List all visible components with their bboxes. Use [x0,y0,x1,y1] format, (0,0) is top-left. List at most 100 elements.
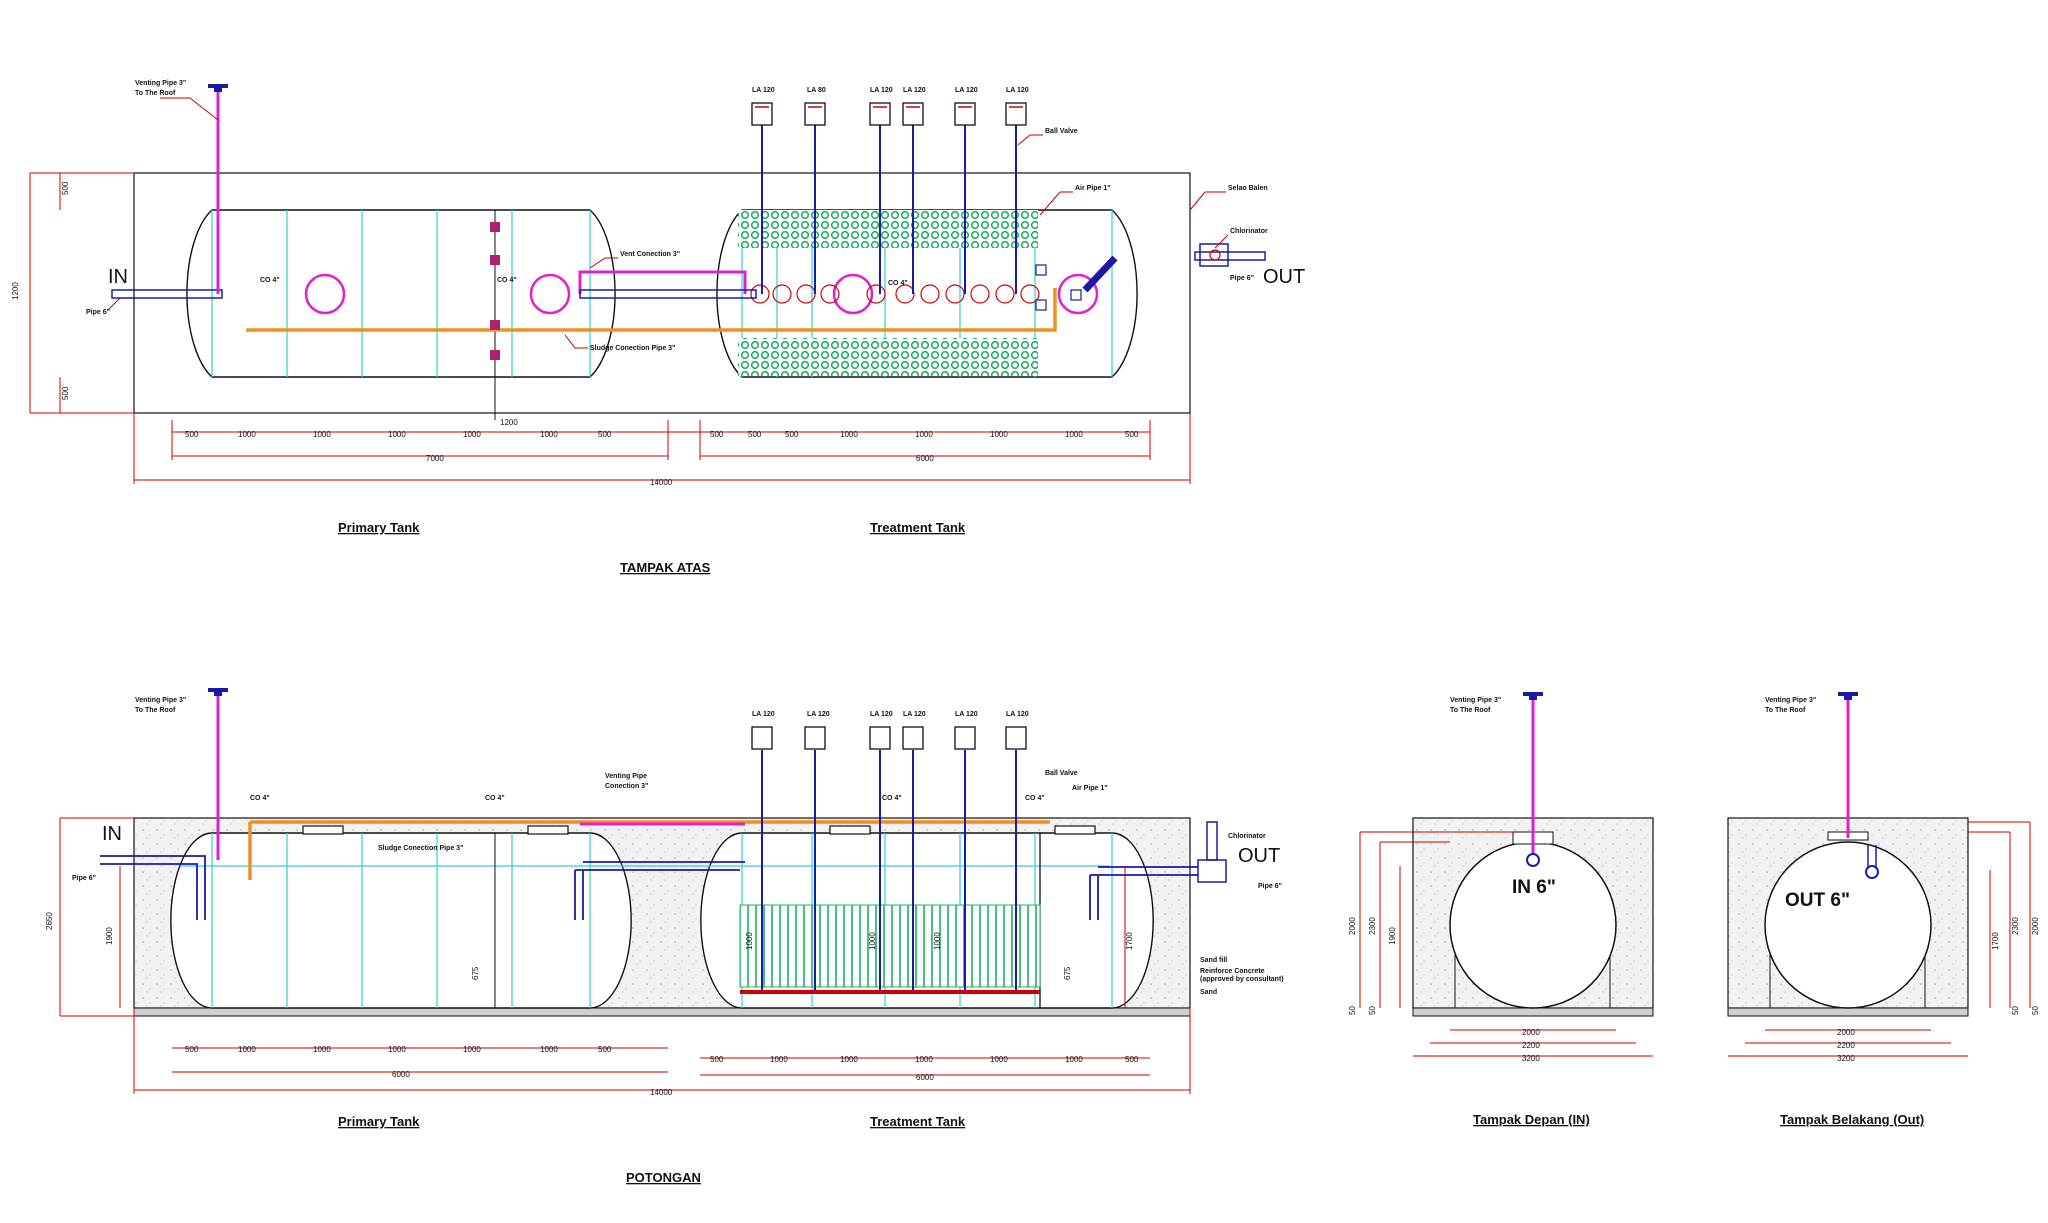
back-label: OUT 6" [1785,890,1850,911]
la-label-sec-6: LA 120 [1006,711,1029,718]
co2-label-sec: CO 4" [485,795,505,802]
co2-label-top: CO 4" [497,277,517,284]
dims-top [29,172,1191,484]
sand-label: Sand [1200,989,1217,996]
outlet-riser-top [1082,255,1118,293]
la-label-top-3: LA 120 [870,87,893,94]
dim-sec-t0: 500 [710,1055,724,1064]
venting-conn-label-2: Conection 3" [605,783,648,790]
selubung-label-top: Selao Balen [1228,185,1268,192]
markers-top [490,222,500,360]
la-label-sec-3: LA 120 [870,711,893,718]
dim-sec-p6: 500 [598,1045,612,1054]
top-view-outline [133,172,1191,414]
dim-sec-t6: 500 [1125,1055,1139,1064]
dim-top-p4: 1000 [463,430,481,439]
front-dim-b1: 2000 [1522,1028,1540,1037]
front-dim-b2: 2200 [1522,1041,1540,1050]
vent-connection-label-top: Vent Conection 3" [620,251,680,258]
dim-sec-media-1: 1000 [745,932,754,950]
venting-conn-label-1: Venting Pipe [605,773,647,780]
out-label-section: OUT [1238,845,1280,867]
back-dim-b1: 2000 [1837,1028,1855,1037]
dim-sec-t4: 1000 [990,1055,1008,1064]
co1-label-sec: CO 4" [250,795,270,802]
la-label-sec-5: LA 120 [955,711,978,718]
la-label-top-4: LA 120 [903,87,926,94]
primary-baffles-top [211,210,591,377]
dim-top-p5: 1000 [540,430,558,439]
dim-top-lower: 500 [61,386,70,400]
dim-sec-inner: 1900 [105,927,114,945]
media-block-top-1 [738,210,1038,248]
section-view-title: POTONGAN [626,1170,701,1185]
dim-top-t3: 1000 [840,430,858,439]
blowers-top [751,102,1027,126]
vent-label-top-1: Venting Pipe 3" [135,80,186,87]
co4-label-sec: CO 4" [1025,795,1045,802]
media-block-section [739,904,1041,988]
sludge-pipe-top [246,288,1057,332]
inlet-pipe-top [111,289,223,299]
section-base [133,1007,1191,1017]
dim-sec-overall: 14000 [650,1088,673,1097]
back-dim-b2: 2200 [1837,1041,1855,1050]
vent-cap-top [208,84,228,92]
back-dim-base2: 50 [2031,1006,2040,1015]
back-dim-r2: 2300 [2011,917,2020,935]
front-dim-base2: 50 [1368,1006,1377,1015]
air-pipes-top [761,125,1017,294]
la-label-sec-2: LA 120 [807,711,830,718]
dim-sec-media-2: 1000 [868,932,877,950]
sec-treatment-caption: Treatment Tank [870,1114,966,1129]
back-view: Venting Pipe 3" To The Roof OUT 6" 1700 … [1727,692,2040,1127]
la-label-top-6: LA 120 [1006,87,1029,94]
manhole-2-top [529,273,571,315]
dim-top-t1: 500 [748,430,762,439]
dim-sec-t5: 1000 [1065,1055,1083,1064]
reinforce-label-1: Reinforce Concrete [1200,968,1265,975]
dim-sec-right: 1700 [1125,932,1134,950]
primary-tank-section [170,832,632,1009]
front-vent-label-1: Venting Pipe 3" [1450,697,1501,704]
front-view: Venting Pipe 3" To The Roof IN 6" 2000 2… [1348,692,1654,1127]
dim-top-overall: 14000 [650,478,673,487]
section-view: LA 120 LA 120 LA 120 LA 120 LA 120 LA 12… [45,688,1284,1185]
top-view: LA 120 LA 80 LA 120 LA 120 LA 120 LA 120… [11,80,1305,575]
outlet-pipe-section [1089,866,1198,920]
in-label-top: IN [108,266,128,288]
back-dim-r3: 2000 [2031,917,2040,935]
top-primary-caption: Primary Tank [338,520,420,535]
manhole-3-top [832,273,874,315]
front-dim-l1: 2000 [1348,917,1357,935]
primary-tank-top [186,209,616,378]
transfer-pipe-top [579,289,757,299]
co3-label-top: CO 4" [888,280,908,287]
manhole-4-top [1057,273,1099,315]
outlet-pipe-top [1194,251,1266,261]
air-pipe-label-top: Air Pipe 1" [1075,185,1111,192]
top-treatment-caption: Treatment Tank [870,520,966,535]
in-label-section: IN [102,823,122,845]
reinforce-label-2: (approved by consultant) [1200,976,1284,983]
front-dim-l2: 2300 [1368,917,1377,935]
back-tank-circle [1764,841,1932,1009]
co1-label-top: CO 4" [260,277,280,284]
la-label-top-1: LA 120 [752,87,775,94]
dim-sec-p1: 1000 [238,1045,256,1054]
dim-sec-height: 2650 [45,912,54,930]
dim-sec-p2: 1000 [313,1045,331,1054]
chlorinator-top [1199,243,1229,267]
dim-top-p3: 1000 [388,430,406,439]
dim-top-p2: 1000 [313,430,331,439]
dim-sec-t1: 1000 [770,1055,788,1064]
dim-sec-p0: 500 [185,1045,199,1054]
diffusers-top [750,284,1040,304]
la-label-top-2: LA 80 [807,87,826,94]
back-caption: Tampak Belakang (Out) [1780,1112,1924,1127]
top-view-title: TAMPAK ATAS [620,560,711,575]
dim-top-treatment-total: 6000 [916,454,934,463]
transfer-pipe-section [574,861,745,920]
dim-top-gap: 1200 [500,418,518,427]
